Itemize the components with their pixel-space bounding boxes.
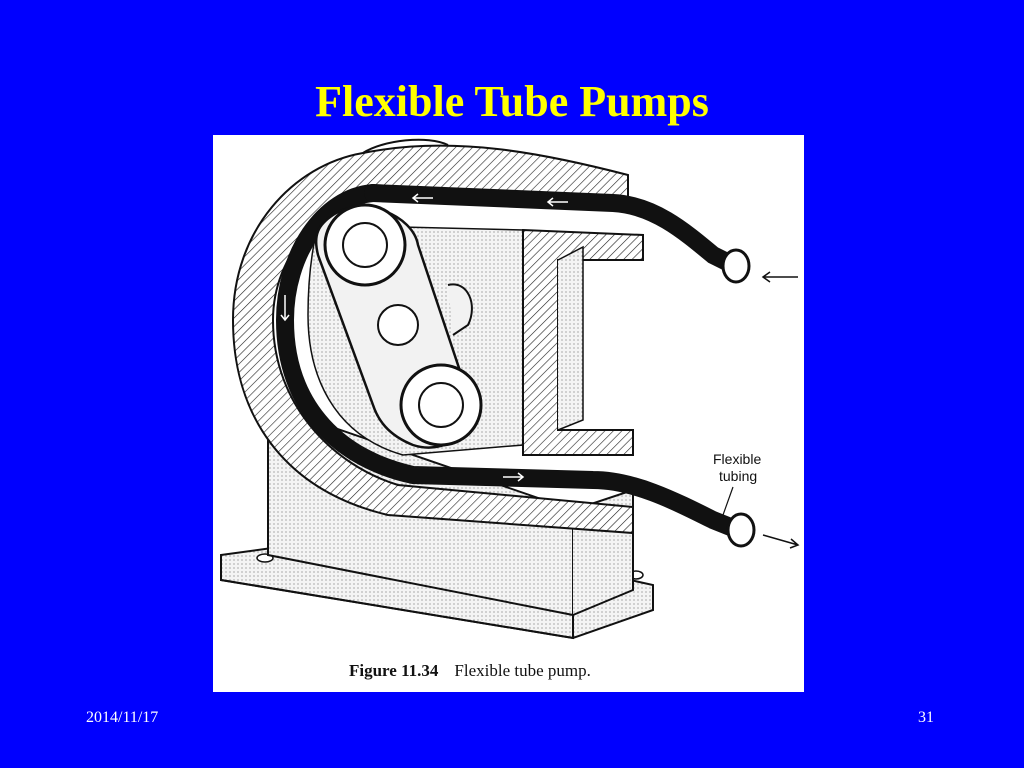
- footer-date: 2014/11/17: [86, 709, 159, 726]
- flow-arrows: [722, 271, 800, 549]
- page-number: 31: [918, 709, 934, 726]
- pump-rotor: [314, 203, 483, 449]
- flexible-tubing: [275, 184, 756, 548]
- figure-caption: Figure 11.34 Flexible tube pump.: [349, 661, 591, 681]
- callout-line-1: Flexible: [713, 451, 762, 467]
- callout-line-2: tubing: [719, 468, 758, 484]
- figure-panel: Flexible tubing Figure 11.34 Flexible tub…: [213, 135, 804, 692]
- inlet-arrow: [761, 271, 798, 283]
- pump-illustration: [220, 138, 800, 640]
- figure-caption-text: Flexible tube pump.: [454, 661, 591, 680]
- outlet-arrow: [762, 534, 800, 549]
- callout-leader: [722, 486, 734, 516]
- figure-number: Figure 11.34: [349, 661, 439, 680]
- rotor-hub: [377, 304, 419, 346]
- slide-title: Flexible Tube Pumps: [315, 77, 709, 126]
- tubing-callout: Flexible tubing: [713, 451, 761, 485]
